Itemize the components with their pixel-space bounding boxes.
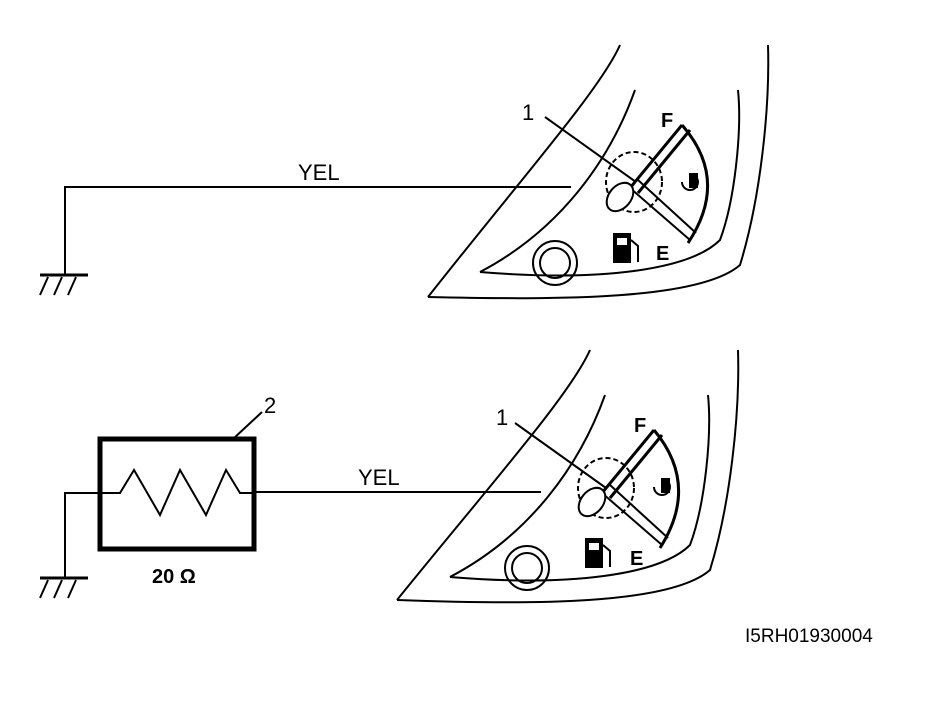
fuel-gauge-top: F E [605,110,709,265]
top-diagram: YEL F E [39,44,770,300]
callout-1-bottom: 1 [496,405,508,430]
knob-top [532,240,578,286]
ground-symbol-bottom [39,576,88,599]
wire-label-top: YEL [298,160,340,185]
fuel-pump-small-icon [689,173,698,188]
gauge-full-label-bottom: F [634,415,646,437]
wire-label-bottom: YEL [358,465,400,490]
callout-2-leader [232,411,263,440]
callout-1-leader-top [544,116,637,183]
fuel-pump-icon [585,538,611,568]
resistor-value: 20 Ω [152,566,196,588]
resistor-box: 20 Ω [97,436,257,588]
wire-yel-top [64,186,571,274]
fuel-gauge-bottom: F E [577,415,680,570]
gauge-empty-label-top: E [656,243,669,265]
callout-1-top: 1 [522,100,534,125]
bottom-diagram: 20 Ω 2 YEL F [39,349,740,604]
cluster-housing-bottom [396,349,740,604]
fuel-pump-icon [613,233,639,263]
ground-wire-bottom [64,492,100,577]
callout-1-leader-bottom [514,422,607,489]
ground-symbol-top [39,273,88,296]
figure-id: I5RH01930004 [745,626,873,647]
fuel-pump-small-icon [661,478,670,493]
callout-2: 2 [264,393,276,418]
gauge-full-label-top: F [661,110,673,132]
knob-bottom [504,545,550,591]
gauge-empty-label-bottom: E [630,548,643,570]
cluster-housing-top [427,44,770,300]
